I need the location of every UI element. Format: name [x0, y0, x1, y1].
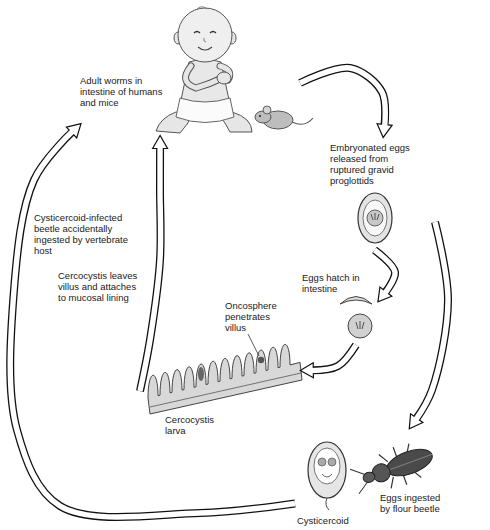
- stage-label: Cercocystis larva: [165, 414, 220, 436]
- cysticercoid-figure: [314, 448, 340, 484]
- intestinal-villi: [148, 334, 302, 414]
- hatched-egg-figure: [340, 297, 372, 339]
- arrow-label: Cysticercoid-infected beetle accidentall…: [34, 212, 134, 256]
- stage-label: Adult worms in intestine of humans and m…: [80, 75, 168, 108]
- intestinal-villi: [198, 367, 204, 381]
- cycle-arrow: [375, 250, 396, 293]
- arrow-body: [10, 131, 295, 517]
- arrow-outline: [10, 132, 295, 517]
- stage-label: Cysticercoid: [297, 515, 377, 526]
- hatched-egg-figure: [348, 314, 372, 338]
- cysticercoid-figure: [318, 458, 326, 466]
- egg-figure: [358, 193, 392, 243]
- cycle-arrow: [10, 131, 295, 517]
- stage-node: Eggs hatch in intestine: [300, 270, 380, 345]
- arrow-outline: [300, 68, 385, 125]
- cycle-arrow: [300, 68, 385, 127]
- cysticercoid-figure: [328, 458, 336, 466]
- stage-node: Embryonated eggs released from ruptured …: [325, 138, 435, 250]
- intestinal-villi: [248, 334, 259, 356]
- cysticercoid-figure: [326, 498, 329, 510]
- child-figure: [186, 66, 222, 88]
- arrow-outline: [375, 250, 396, 292]
- arrow-outline: [140, 148, 161, 391]
- child-figure: [196, 7, 207, 10]
- flour-beetle-figure: [383, 444, 436, 481]
- stage-label: Embryonated eggs released from ruptured …: [330, 142, 415, 186]
- stage-label: Eggs hatch in intestine: [302, 272, 360, 294]
- intestinal-villi: [258, 357, 264, 363]
- arrow-label: Cercocystis leaves villus and attaches t…: [58, 270, 146, 303]
- hatched-egg-figure: [340, 297, 372, 305]
- child-figure: [204, 38, 206, 42]
- intestinal-villi: [150, 373, 301, 407]
- stage-label: Oncosphere penetrates villus: [225, 300, 283, 333]
- child-figure: [186, 66, 222, 88]
- egg-figure: [363, 200, 387, 236]
- mouse-figure: [263, 106, 271, 114]
- stage-label: Eggs ingested by flour beetle: [380, 492, 450, 514]
- flour-beetle-figure: [362, 471, 377, 485]
- egg-figure: [358, 193, 392, 243]
- stage-node: Oncosphere penetrates villusCercocystis …: [140, 296, 300, 428]
- cysticercoid-figure: [308, 442, 346, 510]
- child-figure: [178, 8, 232, 62]
- stage-node: Adult worms in intestine of humans and m…: [80, 5, 300, 135]
- flour-beetle-figure: [348, 436, 439, 502]
- arrow-outline: [313, 345, 356, 370]
- flour-beetle-figure: [389, 454, 432, 470]
- child-figure: [217, 72, 231, 84]
- cysticercoid-figure: [322, 474, 332, 477]
- arrow-body: [140, 147, 161, 392]
- cysticercoid-figure: [308, 442, 346, 498]
- child-figure: [198, 47, 212, 50]
- egg-figure: [367, 210, 383, 226]
- arrow-body: [416, 222, 448, 420]
- egg-figure: [371, 213, 379, 220]
- mouse-figure: [259, 115, 261, 117]
- child-figure: [194, 32, 216, 34]
- mouse-figure: [255, 106, 313, 129]
- stage-node: Eggs ingested by flour beetleCysticercoi…: [295, 430, 455, 528]
- mouse-figure: [292, 118, 313, 124]
- intestinal-villi: [148, 344, 302, 414]
- cycle-arrow: [416, 222, 448, 420]
- child-figure: [176, 98, 234, 123]
- arrow-body: [300, 68, 385, 127]
- hatched-egg-figure: [356, 321, 364, 329]
- arrow-body: [375, 250, 396, 293]
- arrow-body: [311, 345, 356, 371]
- child-figure: [156, 7, 252, 133]
- arrow-outline: [416, 222, 448, 419]
- cycle-arrow: [140, 147, 161, 392]
- cycle-arrow: [311, 345, 356, 371]
